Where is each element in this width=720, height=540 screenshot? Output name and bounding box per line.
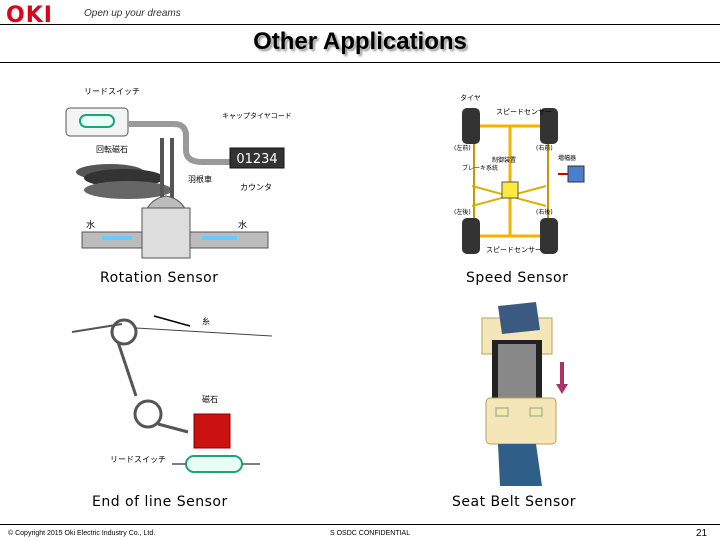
label-cable: キャップタイヤコード — [222, 111, 292, 120]
header-rule-bottom — [0, 62, 720, 63]
caption-seat-belt-sensor: Seat Belt Sensor — [452, 494, 577, 510]
reed-switch-icon-2 — [185, 455, 243, 473]
tagline: Open up your dreams — [84, 8, 181, 19]
label-front-left: (左前) — [454, 144, 471, 152]
seat-belt-sensor-figure — [481, 302, 568, 486]
label-reed-switch: リードスイッチ — [84, 87, 140, 96]
reed-switch-icon — [79, 114, 115, 128]
label-water-in: 水 — [86, 219, 95, 231]
caption-speed-sensor: Speed Sensor — [466, 270, 569, 286]
caption-end-of-line-sensor: End of line Sensor — [92, 494, 228, 510]
label-speed-sensor-rear: スピードセンサー — [486, 246, 542, 254]
header-rule-top — [0, 24, 720, 25]
label-front-right: (右前) — [536, 144, 553, 152]
label-amplifier: 増幅器 — [558, 154, 576, 162]
label-rear-left: (左後) — [454, 208, 471, 216]
footer-rule — [0, 524, 720, 525]
control-unit-icon — [501, 181, 519, 199]
counter-icon — [229, 147, 285, 169]
label-reed-switch-2: リードスイッチ — [110, 455, 166, 464]
speed-sensor-figure: タイヤ スピードセンサー (左前) (右前) ブレーキ系統 制御装置 増幅器 (… — [454, 93, 585, 254]
footer-copyright: © Copyright 2015 Oki Electric Industry C… — [8, 530, 156, 537]
page-number: 21 — [696, 528, 708, 539]
rotation-sensor-figure: 01234 リードスイッチ キャップタイヤコード 回転磁石 羽根車 カウンタ 水… — [65, 87, 292, 259]
oki-logo: OKI — [6, 3, 53, 28]
label-controller: 制御装置 — [492, 156, 516, 164]
magnet-icon — [193, 413, 231, 449]
label-brake-system: ブレーキ系統 — [462, 164, 498, 172]
label-impeller: 羽根車 — [188, 174, 212, 184]
label-speed-sensor-front: スピードセンサー — [496, 108, 552, 116]
counter-value: 01234 — [236, 152, 277, 167]
thread-icon — [135, 327, 273, 337]
label-tire: タイヤ — [460, 93, 481, 102]
label-magnet: 磁石 — [202, 394, 218, 404]
label-rear-right: (右後) — [536, 208, 553, 216]
label-rotating-magnet: 回転磁石 — [96, 144, 128, 154]
seat-belt-icon — [498, 302, 540, 334]
tire-icon — [462, 108, 480, 144]
label-counter: カウンタ — [240, 183, 272, 192]
amplifier-icon — [567, 165, 585, 183]
label-thread: 糸 — [202, 316, 210, 326]
caption-rotation-sensor: Rotation Sensor — [100, 270, 219, 286]
footer-confidential: S OSDC CONFIDENTIAL — [330, 530, 411, 537]
end-of-line-sensor-figure: 糸 磁石 リードスイッチ — [71, 315, 273, 473]
page-title: Other Applications — [253, 28, 467, 55]
label-water-out: 水 — [238, 219, 247, 231]
